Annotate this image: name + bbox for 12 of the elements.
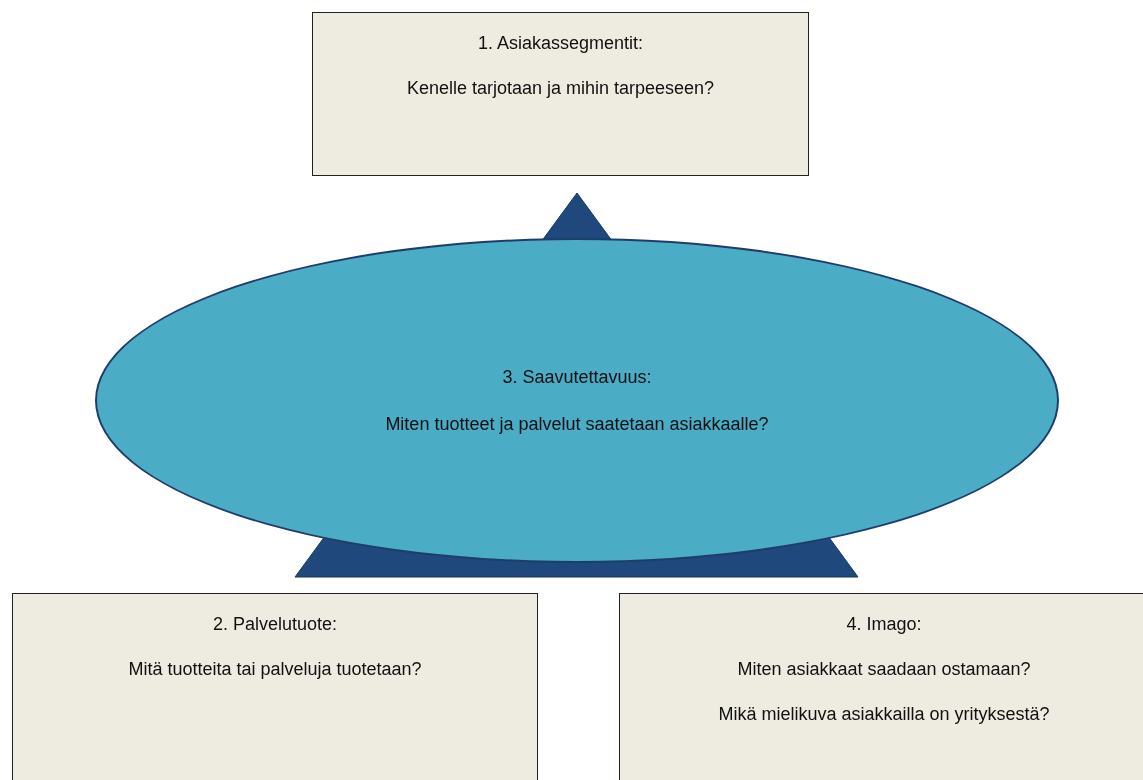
question-text: Miten asiakkaat saadaan ostamaan? [737,659,1031,680]
question-text: Mikä mielikuva asiakkailla on yrityksestä? [718,704,1050,725]
question-text: Mitä tuotteita tai palveluja tuotetaan? [128,659,422,680]
text-box [619,593,1143,780]
heading-text: 2. Palvelutuote: [212,614,338,635]
heading-text: 1. Asiakassegmentit: [477,33,644,54]
heading-text: 3. Saavutettavuus: [502,366,652,388]
question-text: Miten tuotteet ja palvelut saatetaan asiakkaalle? [385,413,769,435]
question-text: Kenelle tarjotaan ja mihin tarpeeseen? [406,78,715,99]
text-box [312,12,809,176]
text-box [12,593,538,780]
heading-text: 4. Imago: [846,614,922,635]
